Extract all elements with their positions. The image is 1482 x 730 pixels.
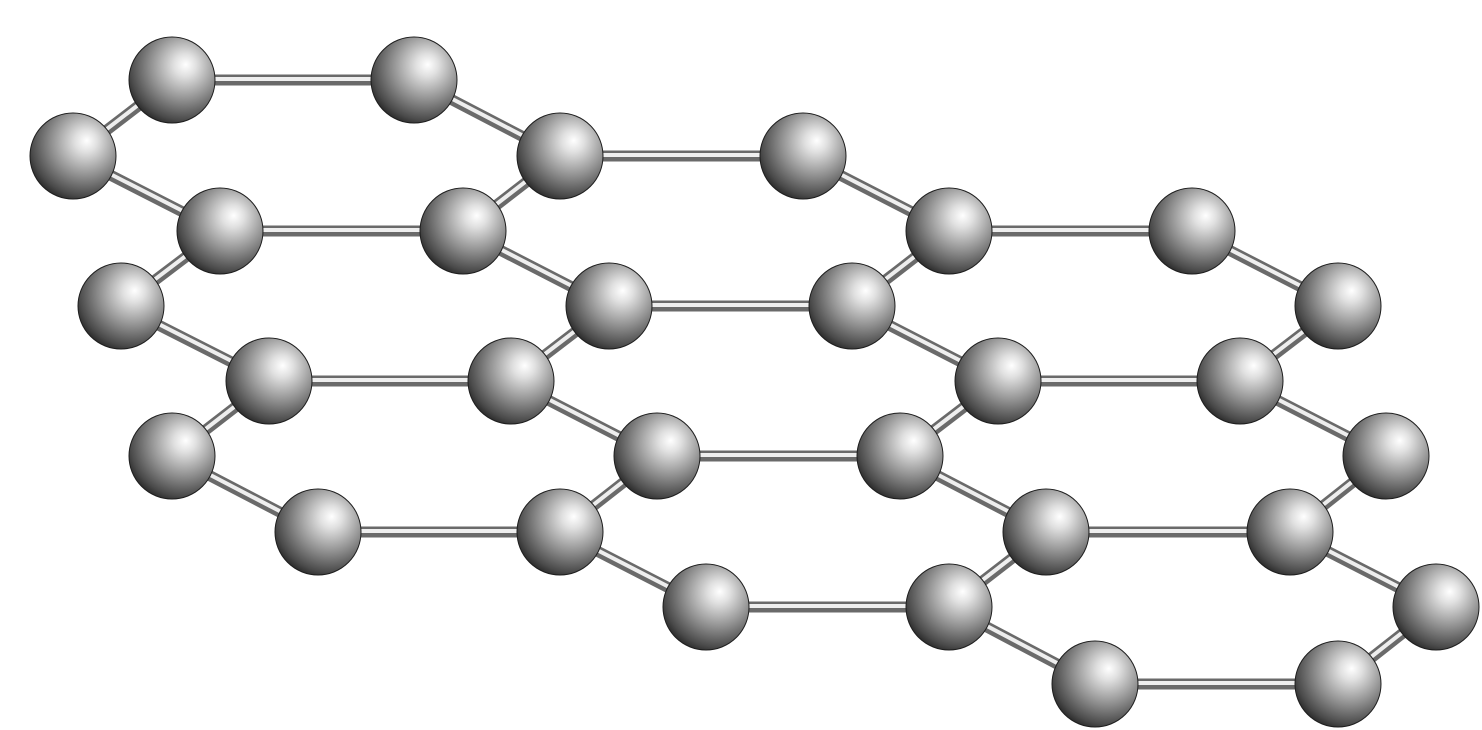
atom <box>128 412 216 500</box>
atom <box>516 112 604 200</box>
atom <box>419 187 507 275</box>
atom <box>128 36 216 124</box>
atom <box>905 563 993 651</box>
atom <box>370 36 458 124</box>
atom <box>77 262 165 350</box>
atom <box>565 262 653 350</box>
atom <box>613 412 701 500</box>
atom <box>176 187 264 275</box>
atom <box>662 563 750 651</box>
atom <box>29 112 117 200</box>
atom <box>1392 563 1480 651</box>
atom <box>1246 488 1334 576</box>
atom <box>856 412 944 500</box>
atom <box>759 112 847 200</box>
atom <box>905 187 993 275</box>
atom <box>1294 640 1382 728</box>
atom <box>1294 262 1382 350</box>
atom <box>1148 187 1236 275</box>
atom <box>1051 640 1139 728</box>
atom-layer <box>29 36 1480 728</box>
atom <box>1196 337 1284 425</box>
atom <box>1002 488 1090 576</box>
atom <box>467 337 555 425</box>
atom <box>225 337 313 425</box>
atom <box>954 337 1042 425</box>
atom <box>516 488 604 576</box>
atom <box>274 488 362 576</box>
atom <box>808 262 896 350</box>
atom <box>1342 412 1430 500</box>
